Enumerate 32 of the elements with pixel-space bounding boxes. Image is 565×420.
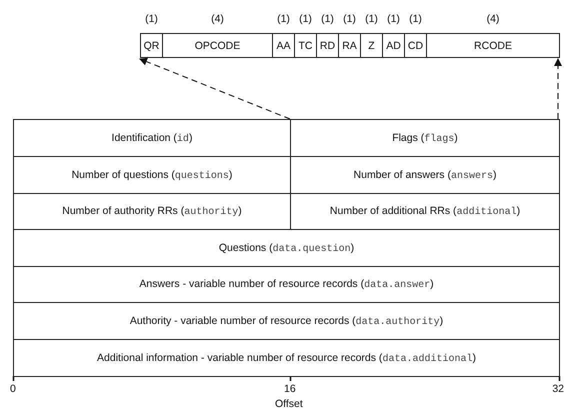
bit-width-label: (4) bbox=[210, 13, 225, 25]
flag-field: RA bbox=[338, 33, 361, 58]
flag-field: RCODE bbox=[426, 33, 560, 58]
header-field: Flags (flags) bbox=[290, 119, 560, 157]
header-field: Questions (data.question) bbox=[13, 229, 560, 267]
bit-width-label: (1) bbox=[144, 13, 159, 25]
flag-field: AA bbox=[272, 33, 295, 58]
bit-width-label: (1) bbox=[408, 13, 423, 25]
bit-width-label: (4) bbox=[486, 13, 500, 25]
header-field: Additional information - variable number of resource records (data.additional) bbox=[13, 339, 560, 377]
header-field: Authority - variable number of resource records (data.authority) bbox=[13, 302, 560, 340]
flag-field: QR bbox=[140, 33, 163, 58]
bit-width-label: (1) bbox=[364, 13, 379, 25]
axis-title: Offset bbox=[275, 398, 303, 410]
flag-field: CD bbox=[404, 33, 427, 58]
flag-field: Z bbox=[360, 33, 383, 58]
bit-width-label: (1) bbox=[320, 13, 335, 25]
flag-field: RD bbox=[316, 33, 339, 58]
bit-width-label: (1) bbox=[386, 13, 401, 25]
flag-field: AD bbox=[382, 33, 405, 58]
axis-tick-label: 16 bbox=[284, 383, 296, 395]
dashed-arrow bbox=[554, 58, 562, 120]
flag-field: TC bbox=[294, 33, 317, 58]
axis-tick-label: 32 bbox=[552, 383, 564, 395]
bit-width-label: (1) bbox=[276, 13, 291, 25]
dashed-arrow bbox=[139, 58, 290, 120]
header-field: Answers - variable number of resource records (data.answer) bbox=[13, 266, 560, 303]
axis-tick-label: 0 bbox=[10, 383, 16, 395]
bit-width-label: (1) bbox=[342, 13, 357, 25]
header-field: Identification (id) bbox=[13, 119, 291, 157]
flag-field: OPCODE bbox=[162, 33, 273, 58]
bit-width-label: (1) bbox=[298, 13, 313, 25]
